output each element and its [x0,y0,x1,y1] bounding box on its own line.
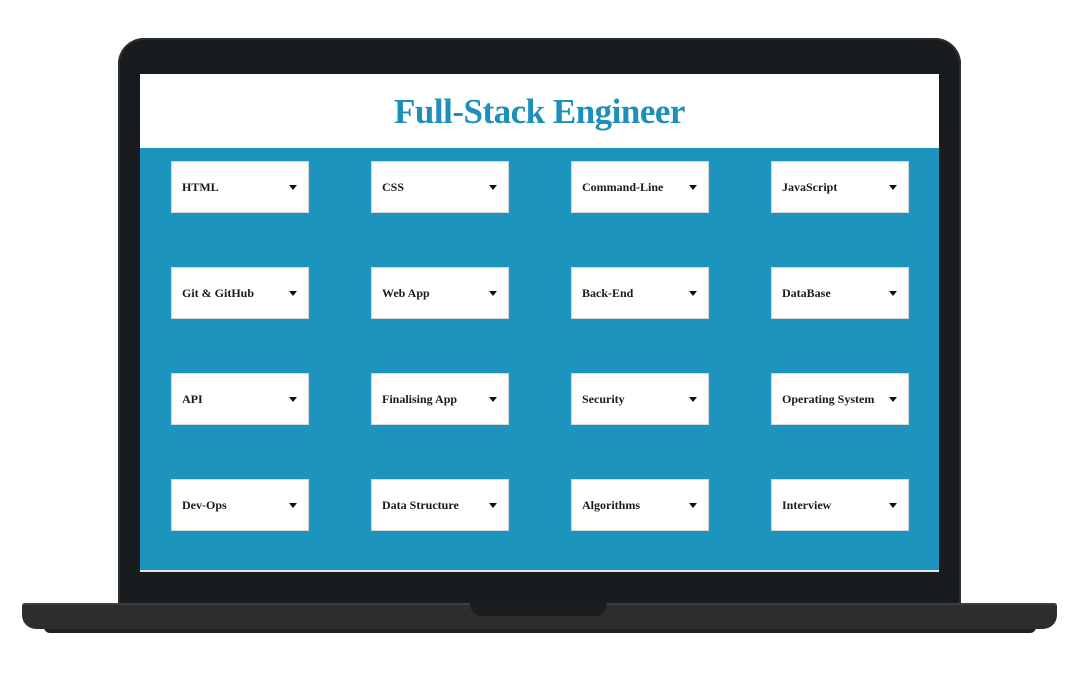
caret-down-icon [889,502,897,508]
topic-dropdown-operating-system[interactable]: Operating System [771,373,909,425]
caret-down-icon [689,184,697,190]
topic-grid: HTML CSS Command-Line JavaScript Git & G… [171,161,909,531]
page-title: Full-Stack Engineer [394,92,685,131]
caret-down-icon [489,290,497,296]
dropdown-label: HTML [182,179,219,194]
dropdown-label: Finalising App [382,391,458,406]
dropdown-label: API [182,391,203,406]
caret-down-icon [489,184,497,190]
topic-dropdown-finalising-app[interactable]: Finalising App [371,373,509,425]
topic-dropdown-back-end[interactable]: Back-End [571,267,709,319]
dropdown-label: Dev-Ops [182,497,227,512]
topic-dropdown-dev-ops[interactable]: Dev-Ops [171,479,309,531]
dropdown-label: Data Structure [382,497,459,512]
laptop-hinge-notch [470,603,607,616]
topic-dropdown-javascript[interactable]: JavaScript [771,161,909,213]
caret-down-icon [489,502,497,508]
topic-dropdown-html[interactable]: HTML [171,161,309,213]
dropdown-label: Algorithms [582,497,640,512]
page-header: Full-Stack Engineer [140,74,939,148]
topic-dropdown-api[interactable]: API [171,373,309,425]
topic-dropdown-css[interactable]: CSS [371,161,509,213]
topic-dropdown-algorithms[interactable]: Algorithms [571,479,709,531]
laptop-base-shadow [44,627,1036,633]
dropdown-label: Interview [782,497,832,512]
laptop-screen: Full-Stack Engineer HTML CSS Command-Lin… [140,74,939,570]
dropdown-label: Operating System [782,391,875,406]
caret-down-icon [689,502,697,508]
caret-down-icon [289,502,297,508]
dropdown-label: Git & GitHub [182,285,255,300]
topic-dropdown-database[interactable]: DataBase [771,267,909,319]
topic-dropdown-web-app[interactable]: Web App [371,267,509,319]
dropdown-label: JavaScript [782,179,838,194]
dropdown-label: Back-End [582,285,634,300]
dropdown-label: Web App [382,285,430,300]
caret-down-icon [689,396,697,402]
caret-down-icon [889,396,897,402]
caret-down-icon [289,396,297,402]
topic-dropdown-command-line[interactable]: Command-Line [571,161,709,213]
caret-down-icon [889,290,897,296]
topic-dropdown-git-github[interactable]: Git & GitHub [171,267,309,319]
dropdown-label: Command-Line [582,179,664,194]
topic-dropdown-interview[interactable]: Interview [771,479,909,531]
dropdown-label: CSS [382,179,405,194]
topic-dropdown-data-structure[interactable]: Data Structure [371,479,509,531]
dropdown-label: Security [582,391,625,406]
dropdown-label: DataBase [782,285,831,300]
caret-down-icon [689,290,697,296]
caret-down-icon [489,396,497,402]
caret-down-icon [289,290,297,296]
caret-down-icon [889,184,897,190]
screen-bottom-edge [140,570,939,572]
topic-dropdown-security[interactable]: Security [571,373,709,425]
caret-down-icon [289,184,297,190]
